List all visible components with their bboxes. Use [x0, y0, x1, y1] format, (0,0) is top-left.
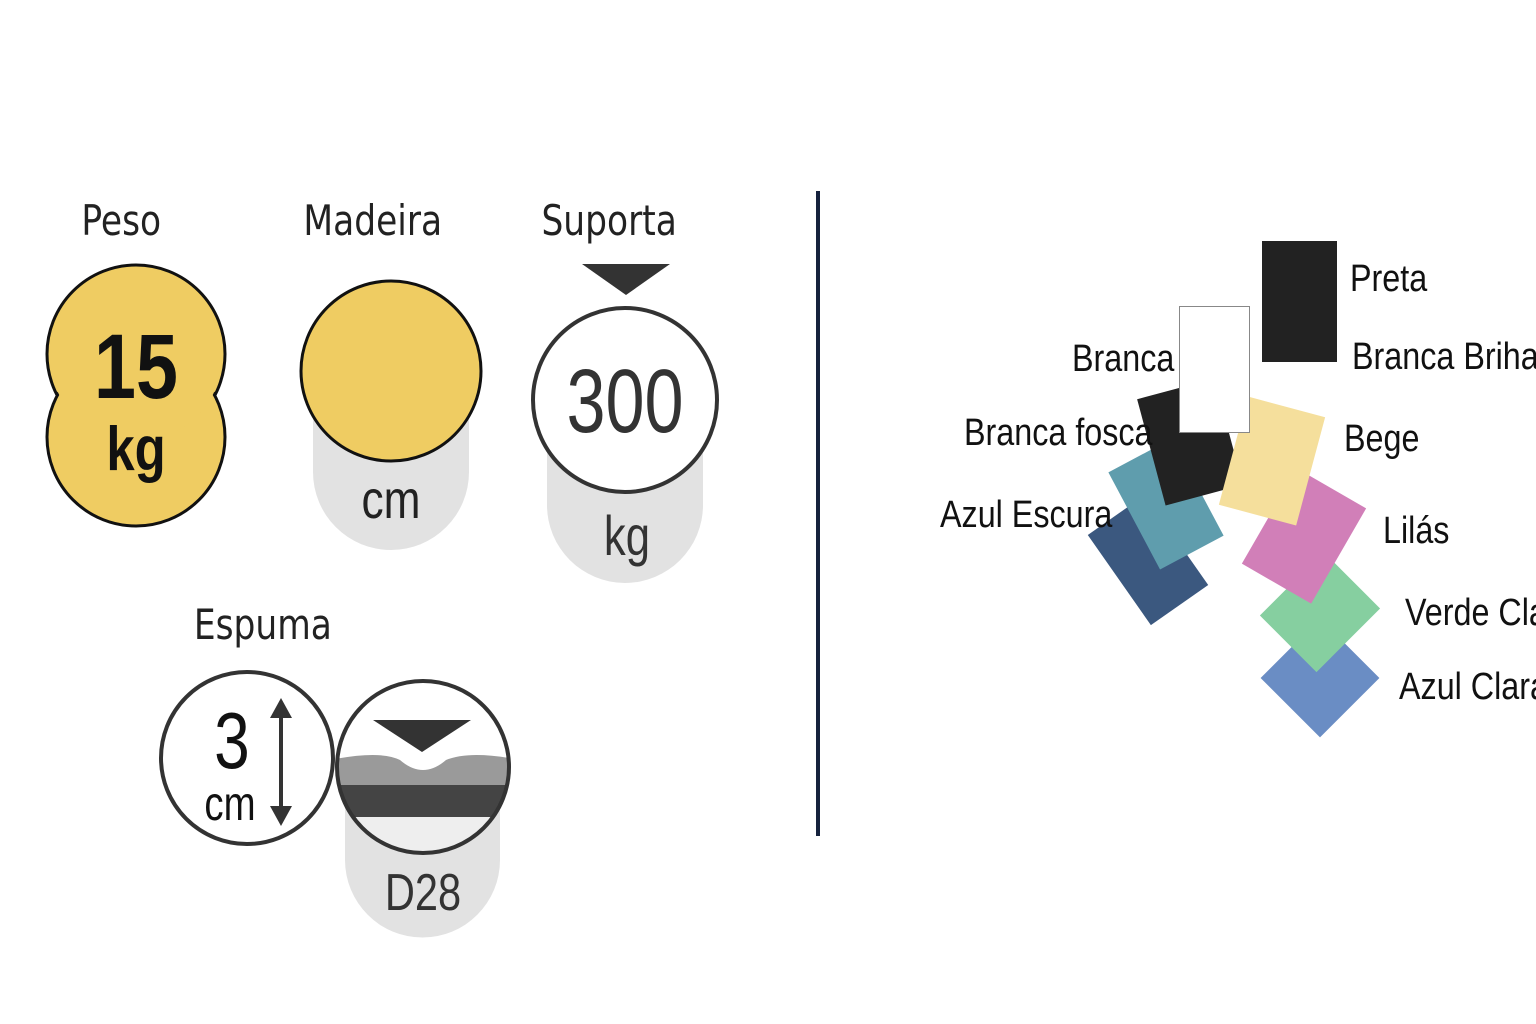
color-label-preta: Preta: [1350, 258, 1428, 300]
madeira-unit: cm: [361, 470, 420, 530]
divider: [816, 191, 820, 836]
wood-icon: cm: [299, 279, 483, 550]
color-label-branca: Branca: [1072, 338, 1175, 380]
color-label-bege: Bege: [1344, 418, 1420, 460]
suporta-label: Suporta: [541, 196, 677, 245]
suporta-unit: kg: [604, 505, 650, 567]
foam-thickness-icon: 3 cm: [159, 670, 335, 846]
pressure-arrow-icon: [373, 720, 471, 752]
peso-unit: kg: [106, 415, 165, 484]
peso-value: 15: [94, 315, 178, 418]
espuma-thickness: 3: [214, 696, 250, 785]
vertical-arrow-icon: [270, 698, 292, 826]
madeira-label: Madeira: [303, 196, 443, 245]
weight-icon: 15 kg: [45, 263, 227, 528]
load-capacity-icon: 300 kg: [531, 264, 719, 583]
swatch-preta[interactable]: [1262, 241, 1337, 362]
swatch-verde-clar[interactable]: [1259, 551, 1381, 673]
swatch-lilas[interactable]: [1241, 468, 1367, 604]
suporta-value: 300: [566, 352, 683, 452]
foam-density-icon: D28: [335, 679, 511, 938]
swatch-azul-escura[interactable]: [1087, 494, 1209, 626]
color-label-verde-clar: Verde Clar: [1405, 592, 1536, 634]
color-label-azul-escura: Azul Escura: [940, 494, 1113, 536]
color-label-branca-fosca: Branca fosca: [964, 412, 1153, 454]
down-arrow-icon: [582, 264, 670, 295]
color-label-branca-brihar: Branca Brihar: [1352, 336, 1536, 378]
color-label-lilas: Lilás: [1383, 510, 1450, 552]
espuma-density: D28: [385, 863, 461, 922]
peso-label: Peso: [81, 196, 162, 245]
espuma-thickness-unit: cm: [204, 778, 255, 831]
espuma-label: Espuma: [193, 600, 332, 649]
spec-icons: 15 kg cm 300 kg 3 cm: [45, 263, 719, 938]
swatch-branca[interactable]: [1179, 306, 1250, 433]
color-label-azul-clara: Azul Clara: [1399, 666, 1536, 708]
